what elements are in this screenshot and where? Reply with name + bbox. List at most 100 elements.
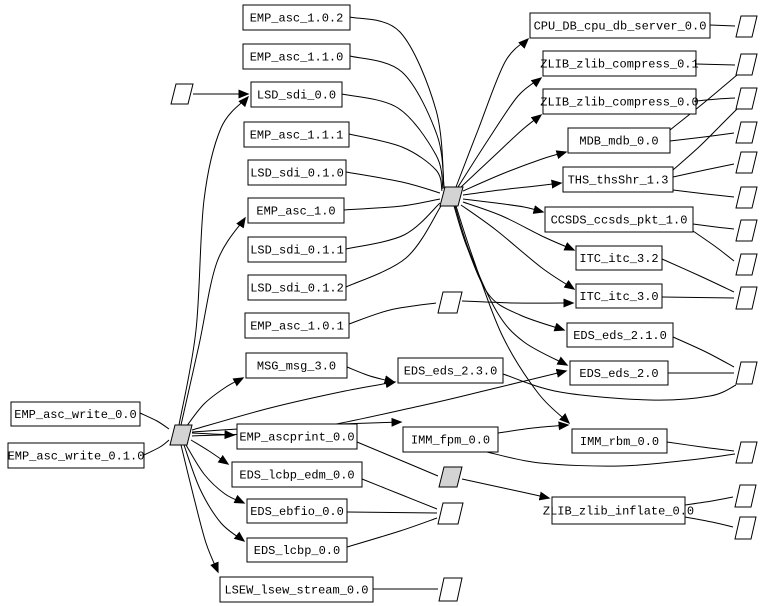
port-shape bbox=[437, 502, 464, 525]
component-node-LSD_sdi_0.1.0: LSD_sdi_0.1.0 bbox=[247, 159, 347, 186]
component-node-EDS_lcbp_0.0: EDS_lcbp_0.0 bbox=[246, 537, 348, 563]
node-shape bbox=[246, 537, 348, 563]
component-node-EDS_eds_2.0: EDS_eds_2.0 bbox=[569, 360, 669, 386]
port-shape bbox=[735, 219, 758, 242]
edge-MSG_msg_3.0-to-EDS_eds_2.3.0 bbox=[346, 366, 396, 385]
edge-EDS_ebfio_0.0-to-pg-mid-3 bbox=[346, 511, 438, 514]
component-node-MSG_msg_3.0: MSG_msg_3.0 bbox=[245, 352, 348, 379]
port-shape bbox=[735, 186, 758, 209]
pg-mid-3-parallelogram bbox=[437, 502, 464, 525]
hub-main-parallelogram bbox=[439, 186, 464, 207]
edge-ZLIB_zlib_compress_0.1-to-rp2 bbox=[695, 63, 736, 66]
node-label: MDB_mdb_0.0 bbox=[579, 135, 658, 149]
pg-src-1-parallelogram bbox=[170, 83, 194, 105]
node-shape bbox=[529, 12, 711, 39]
node-shape bbox=[245, 352, 348, 379]
edge-LSD_sdi_0.1.0-to-hub-main bbox=[345, 171, 441, 194]
rp4-parallelogram bbox=[735, 121, 758, 144]
rp5-parallelogram bbox=[735, 151, 758, 174]
port-shape bbox=[735, 53, 758, 76]
node-label: EMP_asc_write_0.1.0 bbox=[8, 450, 145, 464]
node-label: ITC_itc_3.0 bbox=[579, 290, 658, 304]
edge-ITC_itc_3.0-to-rp9 bbox=[661, 296, 735, 299]
port-shape bbox=[735, 361, 758, 385]
edge-hub-write-to-MSG_msg_3.0 bbox=[185, 377, 245, 428]
node-label: EDS_lcbp_edm_0.0 bbox=[239, 469, 354, 483]
rp12-parallelogram bbox=[734, 484, 757, 508]
component-node-EDS_eds_2.1.0: EDS_eds_2.1.0 bbox=[566, 322, 674, 348]
edge-pg-mid-2-to-ZLIB_zlib_inflate_0.0 bbox=[461, 478, 551, 501]
edge-EMP_asc_1.1.1-to-hub-main bbox=[348, 133, 443, 192]
edge-hub-main-to-EDS_eds_2.0 bbox=[454, 205, 569, 366]
component-node-LSD_sdi_0.1.2: LSD_sdi_0.1.2 bbox=[247, 274, 347, 301]
rp13-parallelogram bbox=[734, 516, 757, 540]
node-label: EDS_eds_2.1.0 bbox=[573, 329, 667, 343]
node-label: ZLIB_zlib_inflate_0.0 bbox=[543, 505, 694, 519]
pg-mid-1-parallelogram bbox=[437, 291, 463, 314]
component-node-IMM_rbm_0.0: IMM_rbm_0.0 bbox=[571, 428, 668, 454]
edge-THS_thsShr_1.3-to-rp3 bbox=[672, 108, 738, 171]
edge-EMP_asc_1.0.2-to-hub-main bbox=[349, 16, 445, 188]
node-shape bbox=[244, 312, 350, 339]
node-shape bbox=[247, 274, 347, 301]
node-label: EMP_asc_write_0.0 bbox=[14, 408, 136, 422]
edge-hub-write-to-LSEW_lsew_stream_0.0 bbox=[180, 444, 219, 574]
node-shape bbox=[567, 127, 671, 154]
edge-MDB_mdb_0.0-to-rp2 bbox=[669, 74, 738, 131]
port-shape bbox=[438, 466, 463, 488]
pg-mid-2-parallelogram bbox=[438, 466, 463, 488]
edge-LSD_sdi_0.0-to-hub-main bbox=[341, 93, 444, 190]
port-shape bbox=[735, 15, 758, 38]
port-shape bbox=[439, 186, 464, 207]
edge-ZLIB_zlib_inflate_0.0-to-rp12 bbox=[684, 496, 734, 506]
edge-LSD_sdi_0.1.1-to-hub-main bbox=[345, 202, 441, 250]
edge-THS_thsShr_1.3-to-rp6 bbox=[672, 189, 735, 198]
node-shape bbox=[242, 4, 351, 31]
node-shape bbox=[247, 197, 345, 224]
edge-hub-main-to-THS_thsShr_1.3 bbox=[462, 179, 563, 196]
node-shape bbox=[571, 428, 668, 454]
rp8-parallelogram bbox=[735, 253, 758, 276]
component-node-ZLIB_zlib_compress_0.1: ZLIB_zlib_compress_0.1 bbox=[540, 50, 699, 77]
edge-hub-main-to-CCSDS_ccsds_pkt_1.0 bbox=[462, 198, 545, 214]
node-shape bbox=[566, 322, 674, 348]
node-shape bbox=[575, 283, 663, 309]
edge-hub-write-to-EDS_ebfio_0.0 bbox=[185, 444, 246, 504]
node-shape bbox=[542, 50, 697, 77]
node-label: EDS_eds_2.3.0 bbox=[404, 365, 498, 379]
node-shape bbox=[243, 121, 350, 148]
edge-THS_thsShr_1.3-to-rp5 bbox=[672, 163, 735, 178]
nodes-layer: EMP_asc_1.0.2EMP_asc_1.1.0LSD_sdi_0.0EMP… bbox=[7, 4, 758, 603]
hub-write-parallelogram bbox=[169, 424, 193, 446]
node-label: EMP_asc_1.0 bbox=[256, 205, 335, 219]
component-node-EMP_asc_1.0.2: EMP_asc_1.0.2 bbox=[242, 4, 351, 31]
component-node-ITC_itc_3.2: ITC_itc_3.2 bbox=[575, 245, 663, 271]
component-node-EDS_eds_2.3.0: EDS_eds_2.3.0 bbox=[397, 357, 504, 384]
edge-CCSDS_ccsds_pkt_1.0-to-rp7 bbox=[692, 223, 735, 230]
edge-EMP_asc_1.0-to-hub-main bbox=[343, 198, 441, 211]
node-label: ITC_itc_3.2 bbox=[579, 252, 658, 266]
component-node-EMP_asc_write_0.1.0: EMP_asc_write_0.1.0 bbox=[7, 442, 145, 469]
edge-MDB_mdb_0.0-to-rp4 bbox=[669, 132, 735, 142]
node-shape bbox=[7, 442, 145, 469]
port-shape bbox=[734, 516, 757, 540]
node-label: EDS_eds_2.0 bbox=[579, 367, 658, 381]
node-label: EMP_asc_1.0.1 bbox=[250, 320, 344, 334]
rp2-parallelogram bbox=[735, 53, 758, 76]
port-shape bbox=[735, 286, 758, 310]
node-label: EMP_asc_1.1.0 bbox=[250, 51, 344, 65]
component-node-ITC_itc_3.0: ITC_itc_3.0 bbox=[575, 283, 663, 309]
edge-pg-mid-1-to-ITC_itc_3.0 bbox=[461, 298, 575, 308]
edge-hub-main-to-ITC_itc_3.0 bbox=[460, 204, 576, 290]
node-shape bbox=[544, 206, 694, 233]
edge-EDS_eds_2.1.0-to-rp10 bbox=[672, 336, 735, 368]
edge-EDS_eds_2.3.0-to-rp10 bbox=[502, 373, 737, 401]
rp3-parallelogram bbox=[735, 87, 758, 110]
node-label: IMM_fpm_0.0 bbox=[411, 434, 490, 448]
node-label: IMM_rbm_0.0 bbox=[580, 435, 659, 449]
edge-CPU_DB_cpu_db_server_0.0-to-rp1 bbox=[709, 24, 736, 27]
node-shape bbox=[551, 496, 686, 525]
node-label: CCSDS_ccsds_pkt_1.0 bbox=[551, 214, 688, 228]
component-node-EMP_asc_1.1.0: EMP_asc_1.1.0 bbox=[242, 43, 351, 70]
